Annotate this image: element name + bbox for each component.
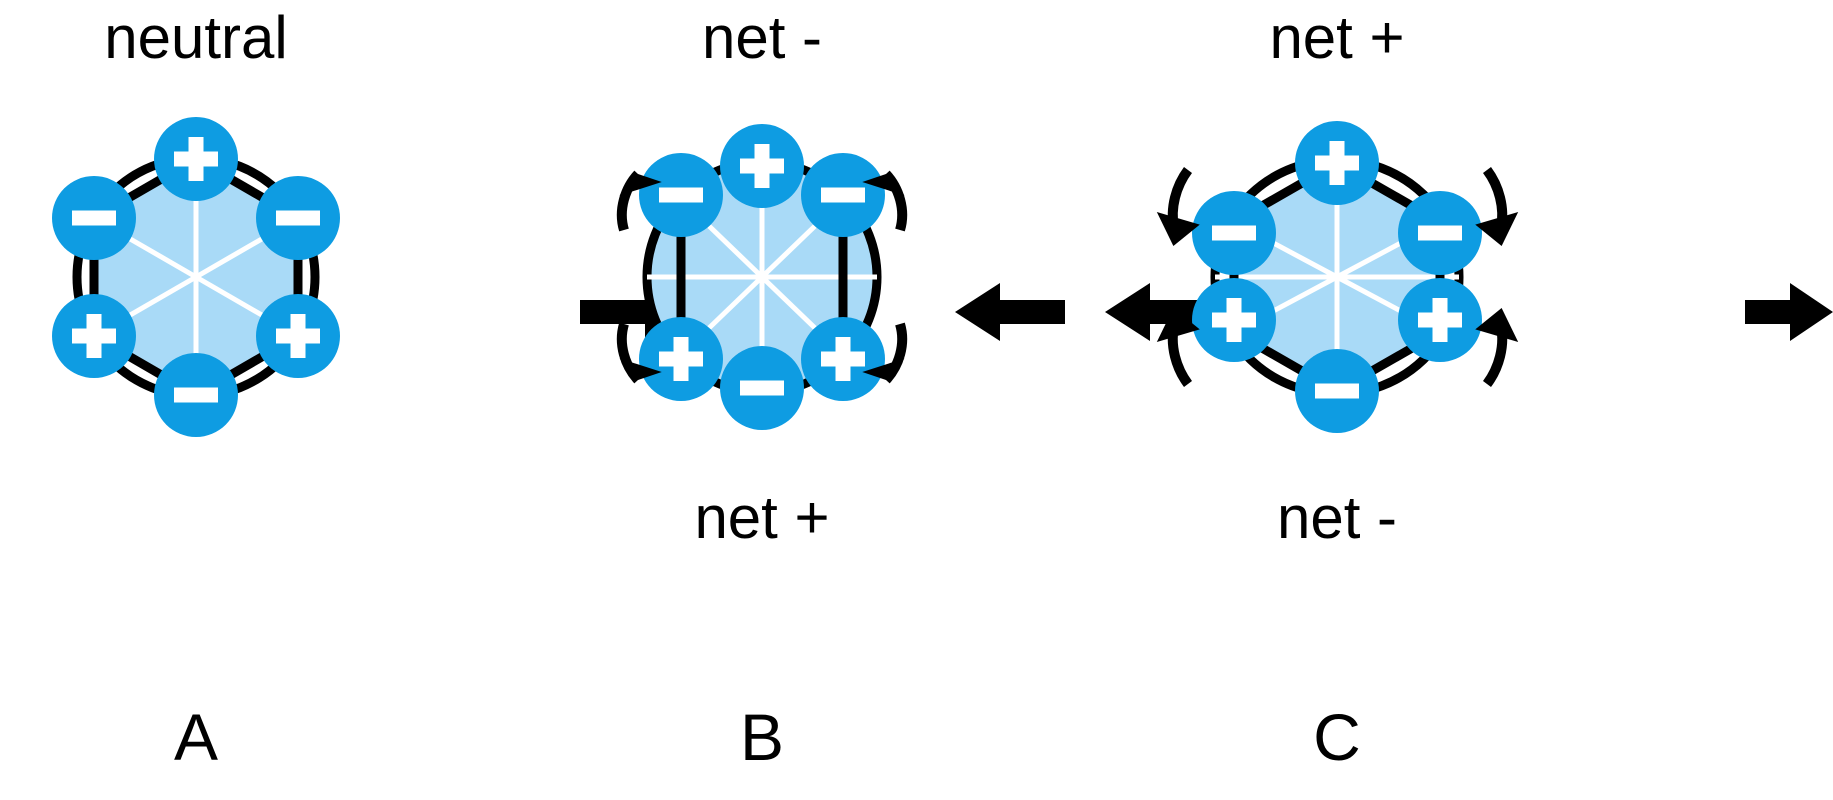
arrowhead-bottom-left-icon <box>619 358 662 380</box>
charge-minus-bottom[interactable] <box>1295 349 1379 433</box>
minus-icon <box>1212 225 1256 241</box>
minus-icon <box>72 210 116 226</box>
panel-c-top-label: net + <box>1269 4 1404 71</box>
arrowhead-bottom-right-icon <box>1475 308 1519 342</box>
minus-icon <box>276 210 320 226</box>
charge-plus-lower-right[interactable] <box>256 294 340 378</box>
panel-a-top-label: neutral <box>104 4 287 71</box>
panel-c-curved-arrowheads <box>1156 212 1519 342</box>
panel-b-bottom-label: net + <box>694 484 829 551</box>
panel-c-letter: C <box>1313 700 1361 774</box>
charge-plus-lower-left[interactable] <box>52 294 136 378</box>
tension-arrow-right <box>1745 283 1833 341</box>
arrowhead-top-right-icon <box>1475 212 1519 246</box>
panel-b-top-label: net - <box>702 4 822 71</box>
charge-minus-upper-right[interactable] <box>801 153 885 237</box>
tension-arrow-left <box>1105 283 1215 341</box>
charge-minus-upper-left[interactable] <box>52 176 136 260</box>
panel-b-letter: B <box>740 700 784 774</box>
minus-icon <box>1418 225 1462 241</box>
charge-plus-lower-right[interactable] <box>801 317 885 401</box>
arrowhead-top-left-icon <box>1156 212 1200 246</box>
charge-plus-lower-left[interactable] <box>1192 278 1276 362</box>
panel-a-letter: A <box>174 700 218 774</box>
charge-minus-upper-left[interactable] <box>639 153 723 237</box>
panel-b-lattice <box>639 124 885 430</box>
panel-a-charges <box>52 117 340 437</box>
arrow-left-icon <box>955 283 1065 341</box>
minus-icon <box>659 187 703 203</box>
charge-minus-upper-left[interactable] <box>1192 191 1276 275</box>
minus-icon <box>1315 383 1359 399</box>
arrowhead-top-right-icon <box>862 174 905 196</box>
arrowhead-bottom-left-icon <box>1156 308 1200 342</box>
panel-c: net + <box>1156 4 1519 774</box>
arrow-left-icon <box>1105 283 1215 341</box>
panel-a: neutral <box>52 4 340 774</box>
charge-plus-top[interactable] <box>1295 121 1379 205</box>
charge-minus-upper-right[interactable] <box>256 176 340 260</box>
compression-arrow-right <box>955 283 1065 341</box>
charge-plus-top[interactable] <box>154 117 238 201</box>
panel-c-bottom-label: net - <box>1277 484 1397 551</box>
panel-b-curved-arrowheads <box>619 174 905 380</box>
charge-minus-bottom[interactable] <box>154 353 238 437</box>
panel-a-lattice <box>52 117 340 437</box>
arrowhead-top-left-icon <box>619 174 662 196</box>
panel-c-charges <box>1192 121 1482 433</box>
charge-minus-upper-right[interactable] <box>1398 191 1482 275</box>
panel-c-lattice <box>1192 121 1482 433</box>
arrow-right-icon <box>1745 283 1833 341</box>
minus-icon <box>174 387 218 403</box>
panel-b-charges <box>639 124 885 430</box>
minus-icon <box>740 380 784 396</box>
charge-plus-top[interactable] <box>720 124 804 208</box>
arrowhead-bottom-right-icon <box>862 358 905 380</box>
charge-plus-lower-right[interactable] <box>1398 278 1482 362</box>
minus-icon <box>821 187 865 203</box>
charge-plus-lower-left[interactable] <box>639 317 723 401</box>
panel-b: net - <box>616 4 908 774</box>
charge-minus-bottom[interactable] <box>720 346 804 430</box>
